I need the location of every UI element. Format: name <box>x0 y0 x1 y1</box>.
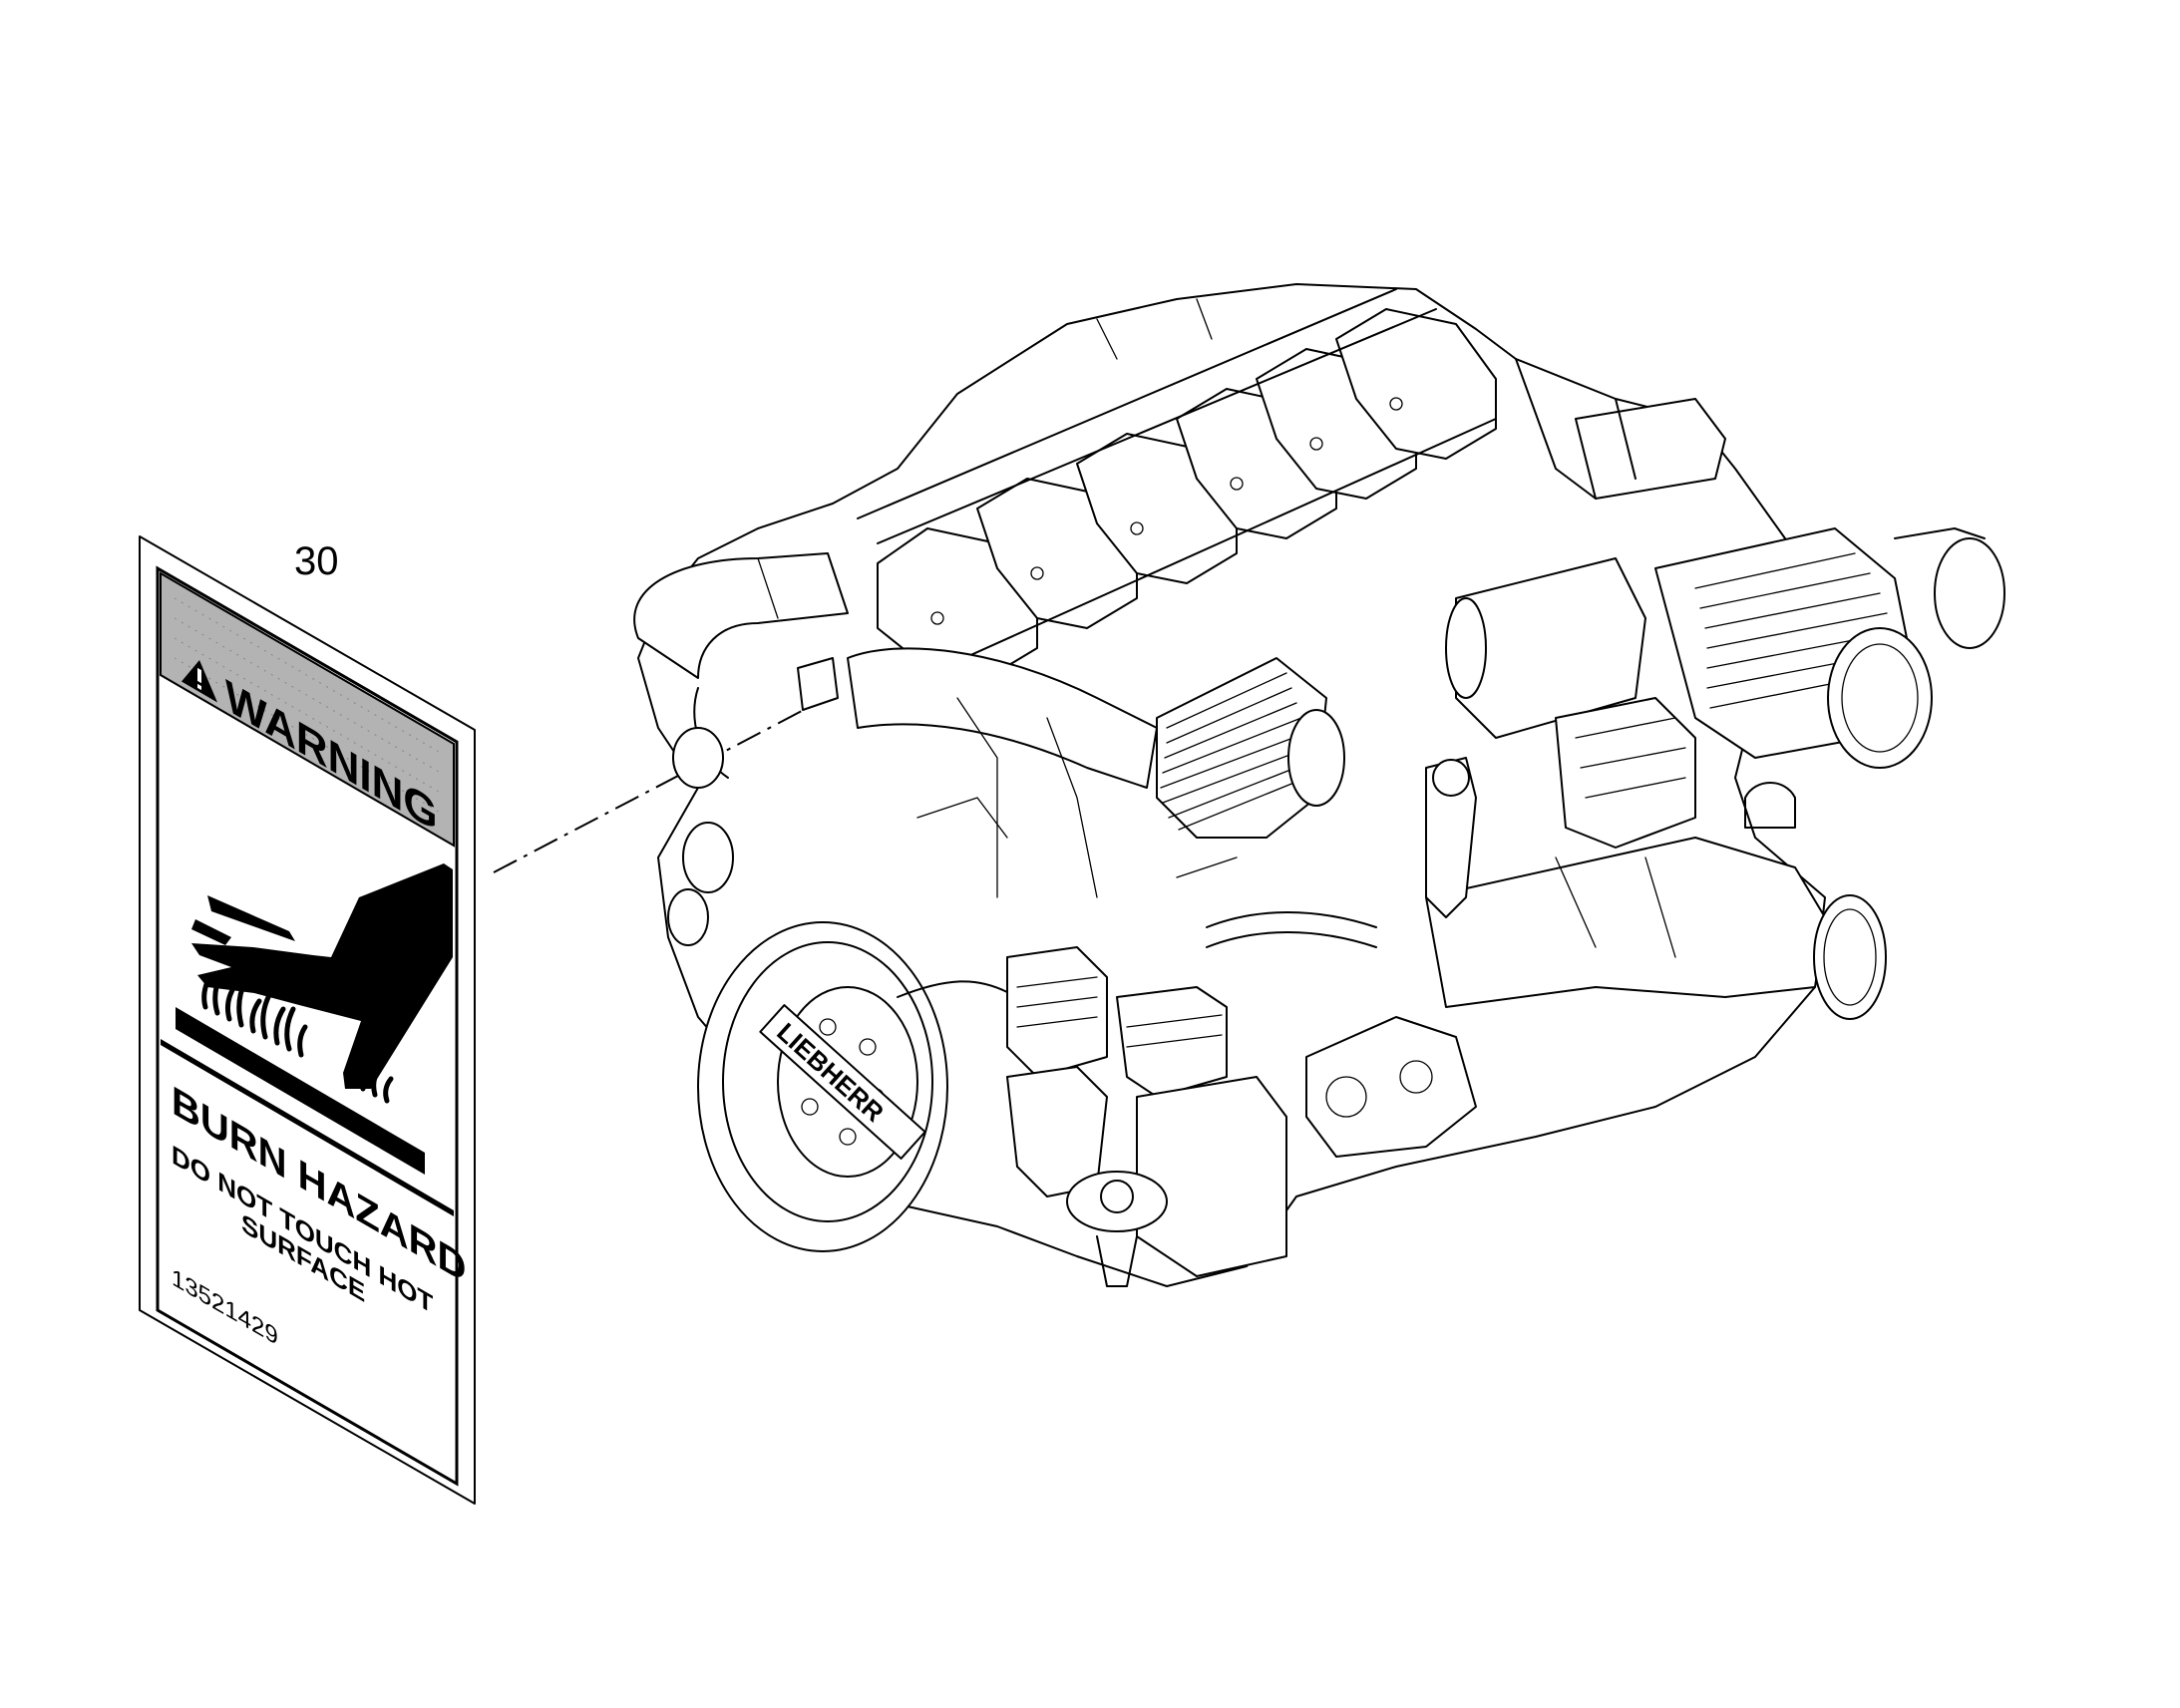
warning-triangle-icon <box>182 659 217 703</box>
leader-line <box>493 699 824 873</box>
hand-burn-icon <box>176 863 453 1175</box>
front-cover: LIEBHERR <box>697 921 948 1252</box>
warning-header-band <box>160 571 455 848</box>
oil-filters <box>1006 946 1287 1287</box>
rocker-covers <box>877 308 1497 679</box>
right-hose <box>1654 527 2005 769</box>
engine-drawing[interactable]: LIEBHERR <box>633 283 2005 1287</box>
intake-hose <box>1156 657 1345 839</box>
warning-decal[interactable]: WARNING <box>139 535 476 1505</box>
callout-number[interactable]: 30 <box>294 539 339 583</box>
